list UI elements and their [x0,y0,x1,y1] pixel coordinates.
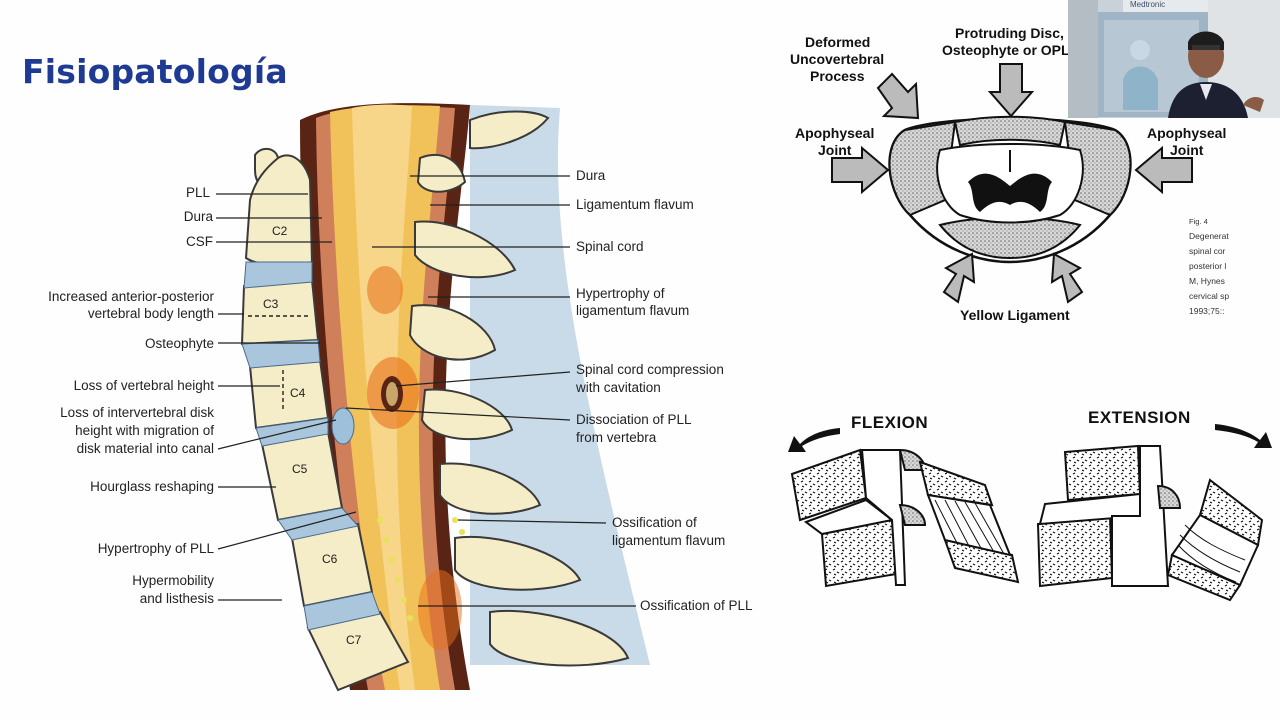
label-apophyseal-right-2: Joint [1170,142,1204,158]
label-compression-1: Spinal cord compression [576,362,724,377]
label-dissociation-1: Dissociation of PLL [576,412,692,427]
webcam-banner-text: Medtronic [1130,0,1166,9]
reference-fig: Fig. 4 [1189,217,1208,226]
vertebra-c5: C5 [292,462,308,476]
label-disk-2: height with migration of [75,423,214,438]
label-protruding-1: Protruding Disc, [955,25,1064,41]
label-ligamentum-flavum: Ligamentum flavum [576,197,694,212]
label-apophyseal-left-2: Joint [818,142,852,158]
label-ossification-lf-2: ligamentum flavum [612,533,726,548]
label-loss-height: Loss of vertebral height [73,378,214,393]
label-body-length-1: Increased anterior-posterior [48,289,214,304]
label-extension: EXTENSION [1088,408,1191,427]
label-disk-3: disk material into canal [76,441,214,456]
label-deformed-3: Process [810,68,865,84]
label-protruding-2: Osteophyte or OPLL [942,42,1079,58]
webcam-video [1068,0,1280,118]
label-deformed-2: Uncovertebral [790,51,885,67]
reference-line: 1993;75:: [1189,306,1225,316]
label-apophyseal-right-1: Apophyseal [1147,125,1227,141]
label-ossification-lf-1: Ossification of [612,515,697,530]
label-dura-left: Dura [183,209,213,224]
label-disk-1: Loss of intervertebral disk [60,405,214,420]
label-flexion: FLEXION [851,413,929,432]
vertebra-c2: C2 [272,224,288,238]
label-hypertrophy-pll: Hypertrophy of PLL [97,541,214,556]
reference-line: spinal cor [1189,246,1226,256]
label-hourglass: Hourglass reshaping [90,479,214,494]
label-body-length-2: vertebral body length [87,306,214,321]
label-osteophyte: Osteophyte [144,336,214,351]
vertebra-c7: C7 [346,633,362,647]
reference-caption: Fig. 4 Degenerat spinal cor posterior l … [1189,214,1233,319]
vertebra-c3: C3 [263,297,279,311]
label-hypertrophy-lf-1: Hypertrophy of [576,286,665,301]
label-dura-right: Dura [576,168,606,183]
label-hypermobility-1: Hypermobility [132,573,214,588]
label-compression-2: with cavitation [576,380,661,395]
slide-title: Fisiopatología [22,52,288,91]
vertebra-c4: C4 [290,386,306,400]
label-csf: CSF [186,234,213,249]
reference-line: cervical sp [1189,291,1230,301]
label-hypermobility-2: and listhesis [139,591,214,606]
label-deformed-1: Deformed [805,34,871,50]
label-pll: PLL [185,185,210,200]
label-hypertrophy-lf-2: ligamentum flavum [576,303,690,318]
vertebra-c6: C6 [322,552,338,566]
label-dissociation-2: from vertebra [576,430,657,445]
webcam-overlay: Medtronic [1068,0,1280,118]
reference-line: posterior l [1189,261,1227,271]
reference-line: Degenerat [1189,231,1229,241]
label-yellow-ligament: Yellow Ligament [960,307,1070,323]
label-ossification-pll: Ossification of PLL [640,598,753,613]
label-spinal-cord: Spinal cord [576,239,644,254]
label-apophyseal-left-1: Apophyseal [795,125,875,141]
reference-line: M, Hynes [1189,276,1225,286]
